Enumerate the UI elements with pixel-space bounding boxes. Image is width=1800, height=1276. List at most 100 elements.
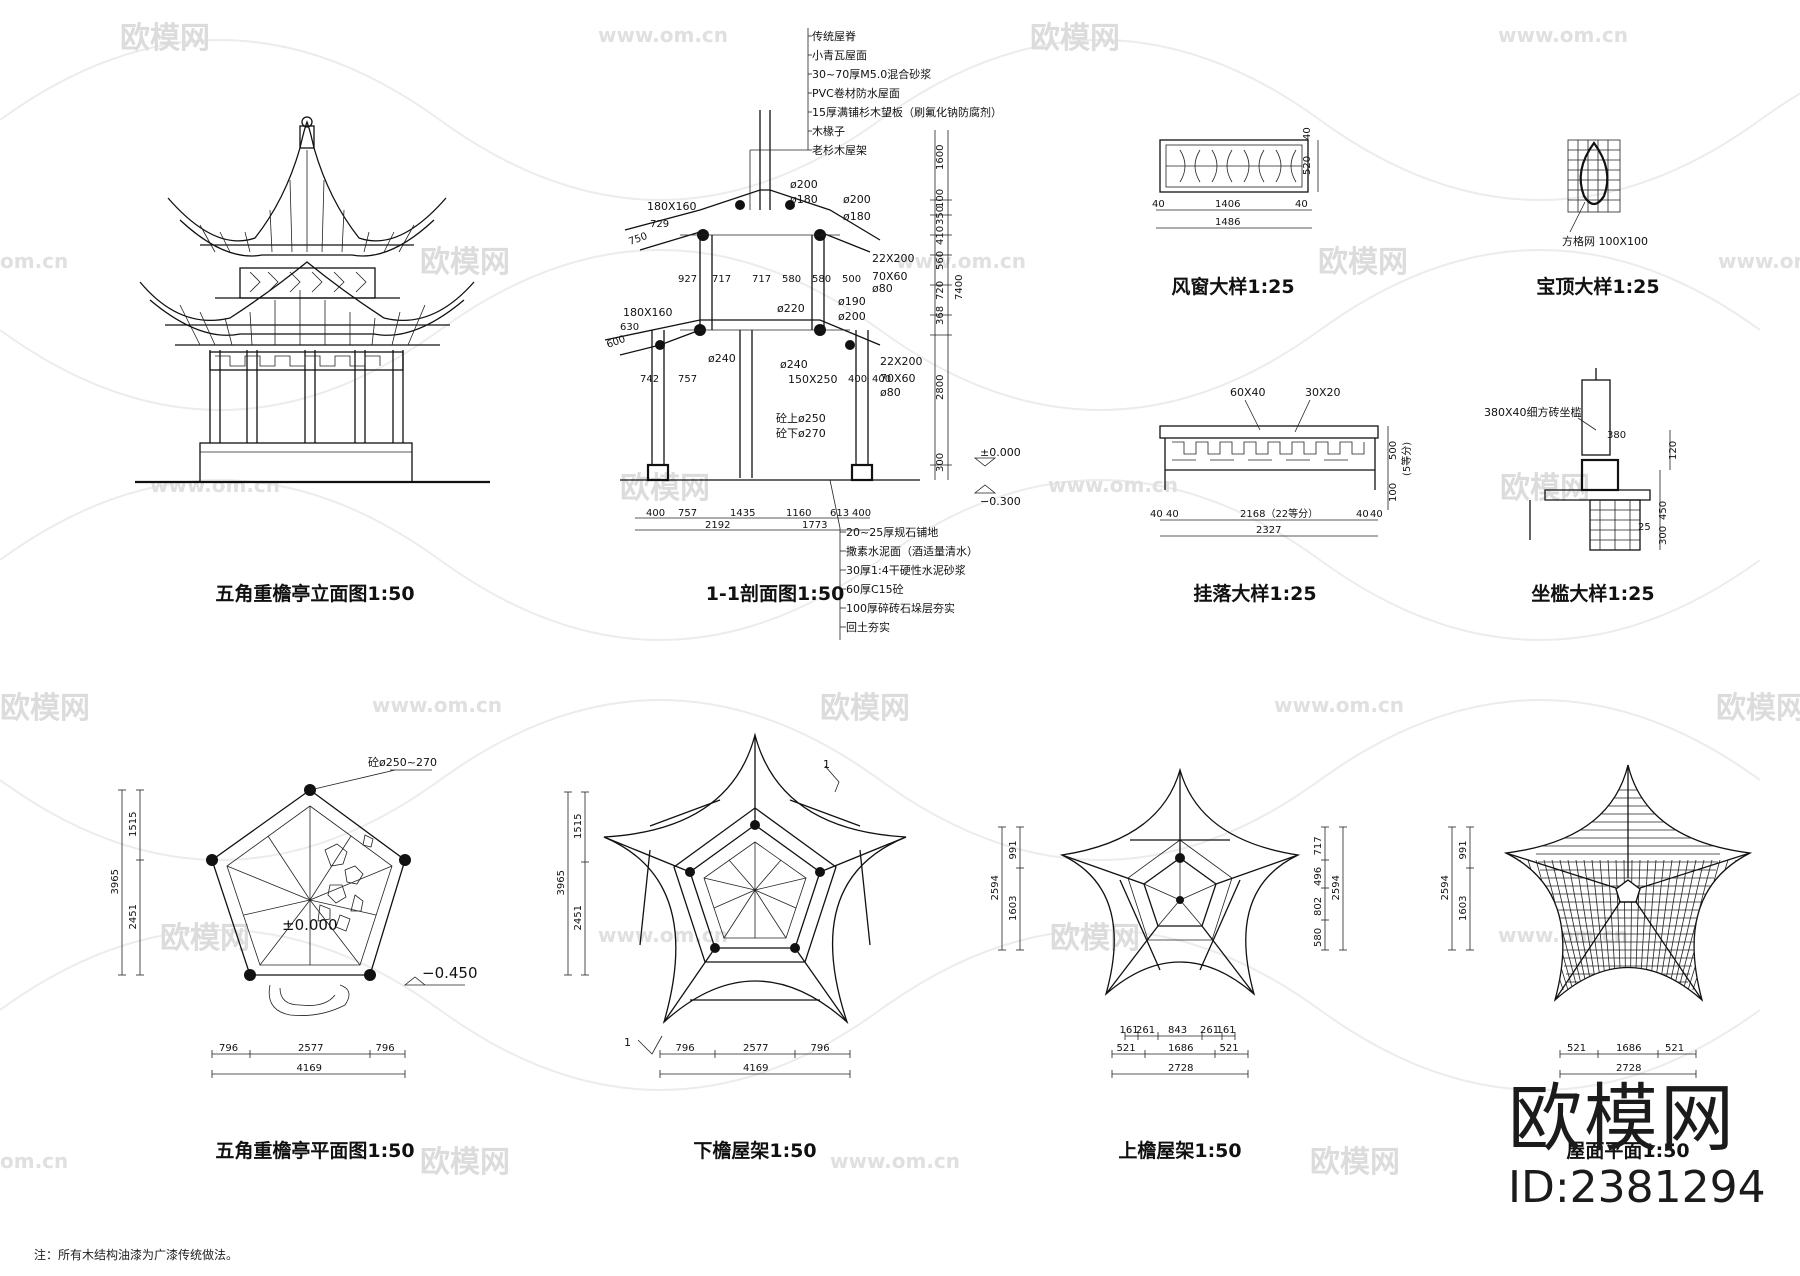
watermarks: 欧模网 www.om.cn 欧模网 www.om.cn om.cn 欧模网 ww… (0, 21, 1800, 1180)
window-title: 风窗大样1:25 (1171, 275, 1294, 298)
watermark-brand: 欧模网 (1310, 1145, 1400, 1180)
member-label: 22X200 (880, 355, 923, 368)
dim-label: 1600 (935, 145, 946, 170)
watermark-url: www.om.cn (1718, 249, 1800, 273)
dim-label: 2451 (573, 905, 584, 930)
dim-label: 350 (935, 206, 946, 225)
member-label: ø80 (872, 282, 893, 295)
section-title: 1-1剖面图1:50 (706, 582, 845, 605)
roof-tile-line (1630, 859, 1633, 991)
dim-label: 843 (1168, 1025, 1187, 1036)
floor-layer-label: 100厚碎砖石垛层夯实 (846, 601, 955, 615)
watermark-brand: 欧模网 (620, 471, 710, 506)
member-label: ø200 (843, 193, 871, 206)
dim-label: 500 (842, 274, 861, 285)
dim-label: 742 (640, 374, 659, 385)
model-id: ID:2381294 (1508, 1162, 1766, 1213)
member-label: ø200 (838, 310, 866, 323)
level-mark: ±0.000 (980, 446, 1021, 459)
dim-label: 600 (605, 334, 627, 351)
dim-label: 7400 (954, 275, 965, 300)
dim-label: 1160 (786, 508, 811, 519)
lower-roof-frame: 1 1 (603, 732, 907, 1055)
frieze-label: 30X20 (1305, 386, 1341, 399)
dim-label: 2728 (1168, 1063, 1193, 1074)
dim-label: 927 (678, 274, 697, 285)
dim-label: 40 (1166, 509, 1179, 520)
roof-layer-label: 15厚满铺杉木望板（刷氟化钠防腐剂） (812, 105, 1002, 119)
section-drawing (604, 28, 997, 640)
plan-label: 砼ø250~270 (368, 756, 437, 769)
dim-label: 2327 (1256, 525, 1281, 536)
elevation-title: 五角重檐亭立面图1:50 (215, 582, 414, 605)
dim-label: 25 (1638, 522, 1651, 533)
dim-label: (5等分) (1400, 442, 1413, 476)
roof-tile-line (1678, 859, 1713, 991)
dim-label: 1686 (1168, 1043, 1193, 1054)
dim-label: 580 (1313, 928, 1324, 947)
dim-label: 120 (1668, 441, 1679, 460)
member-label: ø80 (880, 386, 901, 399)
dim-label: 368 (935, 306, 946, 325)
level-mark: −0.300 (980, 495, 1021, 508)
dim-label: 717 (712, 274, 731, 285)
dim-label: 500 (1388, 441, 1399, 460)
hanging-title: 挂落大样1:25 (1193, 582, 1316, 605)
dim-label: 2577 (743, 1043, 768, 1054)
pavilion-elevation (135, 116, 490, 484)
roof-tile-line (1567, 859, 1593, 991)
dim-label: 2728 (1616, 1063, 1641, 1074)
roof-tile-line (1559, 859, 1588, 991)
finial-detail: 方格网 100X100 (1562, 139, 1648, 248)
dim-label: 2594 (990, 875, 1001, 900)
dim-label: 400 (646, 508, 665, 519)
roof-tile-line (1658, 859, 1681, 991)
section-mark: 1 (624, 1036, 631, 1049)
dim-label: 261 (1136, 1025, 1155, 1036)
dim-label: 4169 (743, 1063, 768, 1074)
dim-label: 100 (935, 189, 946, 208)
dim-label: 802 (1313, 897, 1324, 916)
watermark-brand: 欧模网 (0, 691, 90, 726)
watermark-brand: 欧模网 (1318, 245, 1408, 280)
seat-detail: 380X40细方砖坐槛 380 120 450 25 300 (1484, 368, 1679, 551)
watermark-url: www.om.cn (1274, 693, 1404, 717)
dim-label: 1406 (1215, 199, 1240, 210)
dim-label: 613 (830, 508, 849, 519)
member-label: 180X160 (623, 306, 673, 319)
dim-label: 40 (1302, 127, 1313, 140)
dim-label: 729 (650, 219, 669, 230)
watermark-brand: 欧模网 (1030, 21, 1120, 56)
watermark-url: www.om.cn (896, 249, 1026, 273)
dim-label: 400 (872, 374, 891, 385)
roof-tile-line (1673, 859, 1705, 991)
dim-label: 261 (1200, 1025, 1219, 1036)
watermark-brand: 欧模网 (1716, 691, 1800, 726)
roof-tile-line (1687, 859, 1729, 991)
dim-label: 796 (676, 1043, 695, 1054)
watermark-url: www.om.cn (598, 23, 728, 47)
member-label: ø180 (843, 210, 871, 223)
dim-label: 1686 (1616, 1043, 1641, 1054)
watermark-pattern (0, 39, 1800, 1091)
dim-label: 496 (1313, 867, 1324, 886)
dim-label: 2451 (128, 904, 139, 929)
dim-label: 521 (1567, 1043, 1586, 1054)
dim-label: 300 (1658, 526, 1669, 545)
watermark-brand: 欧模网 (420, 245, 510, 280)
frieze-label: 60X40 (1230, 386, 1266, 399)
section-mark: 1 (823, 758, 830, 771)
brand-logo: 欧模网 ID:2381294 (1508, 1082, 1766, 1210)
watermark-brand: 欧模网 (1050, 921, 1140, 956)
dim-label: 1515 (128, 812, 139, 837)
watermark-url: www.om.cn (150, 473, 280, 497)
roof-tile-line (1644, 859, 1657, 991)
dim-label: 3965 (556, 870, 567, 895)
seat-title: 坐槛大样1:25 (1531, 582, 1654, 605)
roof-tile-line (1575, 859, 1598, 991)
member-label: 180X160 (647, 200, 697, 213)
watermark-brand: 欧模网 (120, 21, 210, 56)
